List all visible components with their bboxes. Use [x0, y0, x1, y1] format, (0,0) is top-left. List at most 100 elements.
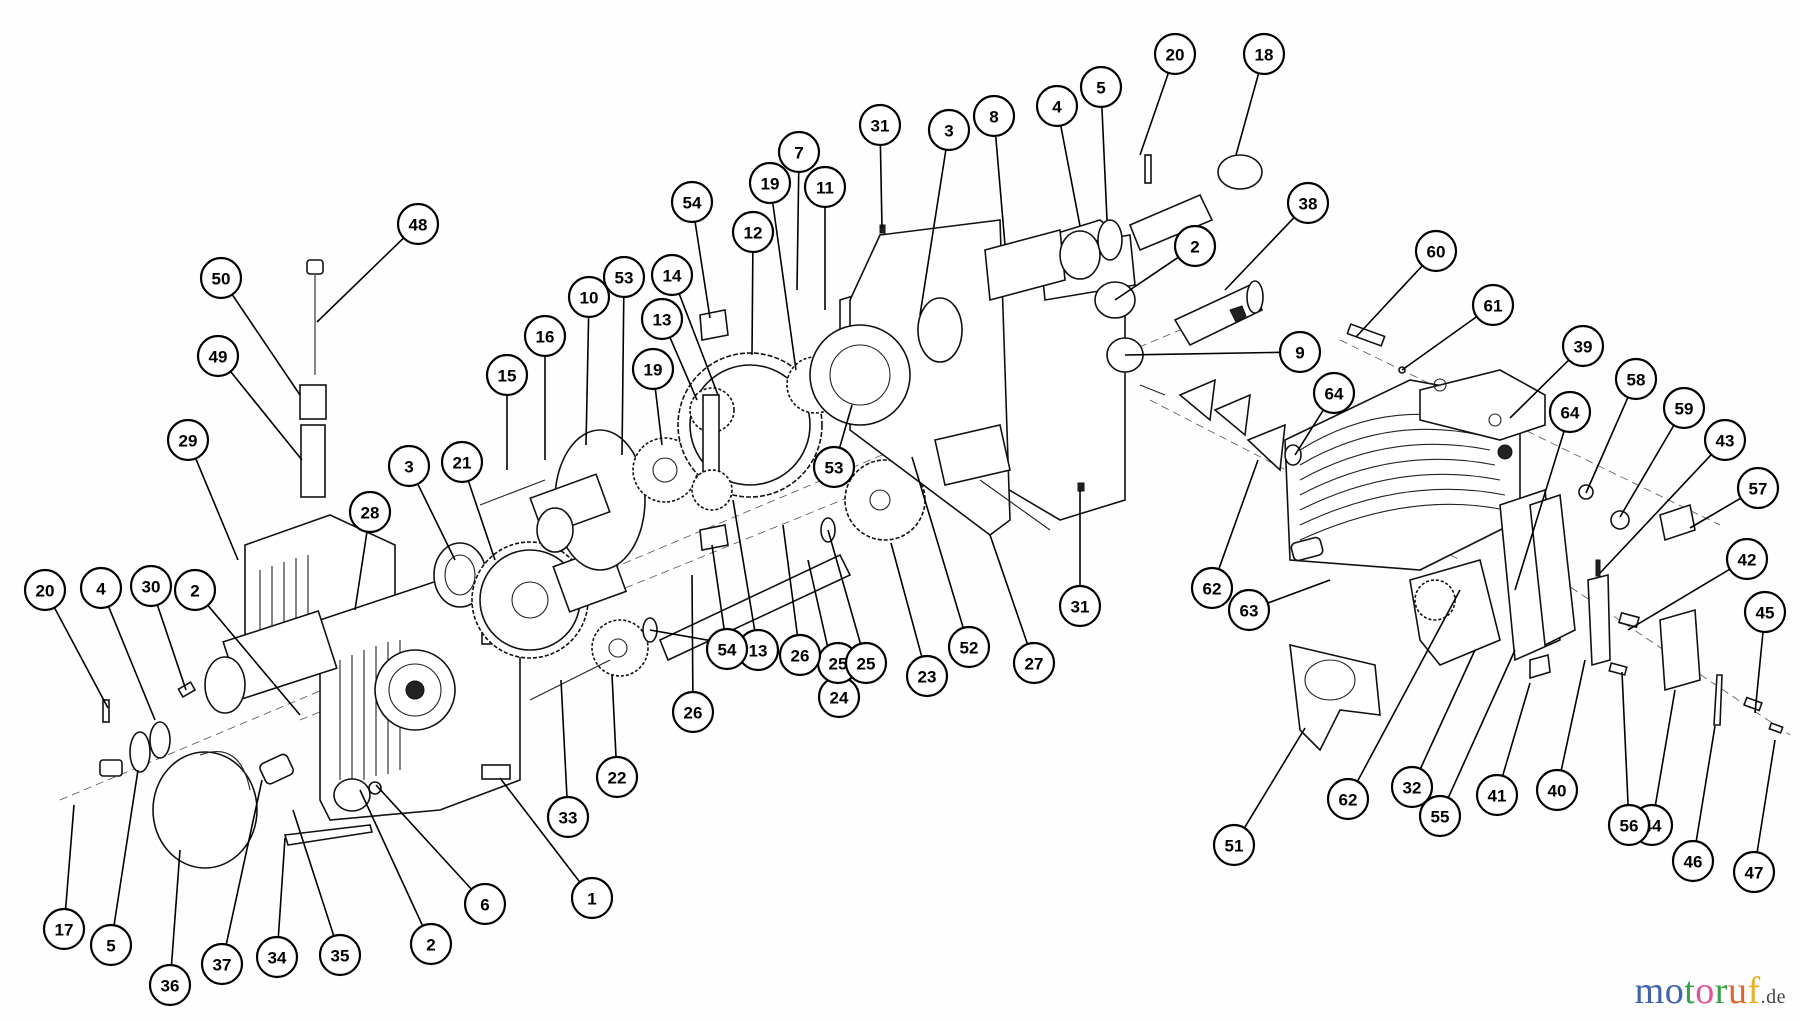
- watermark-letter: m: [1634, 970, 1665, 1012]
- callout-53: 53: [812, 445, 856, 489]
- callout-circle: [23, 568, 67, 612]
- watermark-logo: motoruf: [1635, 970, 1761, 1012]
- callout-34: 34: [255, 935, 299, 979]
- callout-circle: [570, 876, 614, 920]
- callout-number: 54: [683, 194, 702, 213]
- callout-60: 60: [1414, 229, 1458, 273]
- callout-circle: [927, 108, 971, 152]
- callout-number: 45: [1756, 604, 1775, 623]
- callout-13: 13: [640, 297, 684, 341]
- callout-15: 15: [485, 353, 529, 397]
- callout-number: 31: [871, 117, 890, 136]
- watermark-letter: t: [1684, 970, 1696, 1012]
- callout-circle: [318, 933, 362, 977]
- callout-2: 2: [173, 568, 217, 612]
- leader-line-56: [1621, 671, 1629, 806]
- callout-37: 37: [200, 942, 244, 986]
- callout-circle: [1212, 823, 1256, 867]
- gear-train-part: [433, 309, 926, 701]
- leader-line-2: [207, 604, 301, 716]
- callout-64: 64: [1312, 371, 1356, 415]
- leader-line-51: [1243, 727, 1306, 829]
- callout-circle: [1548, 390, 1592, 434]
- watermark-letter: u: [1727, 970, 1748, 1012]
- callout-circle: [803, 165, 847, 209]
- leader-line-7: [796, 171, 800, 291]
- callout-circle: [173, 568, 217, 612]
- callout-circle: [1732, 850, 1776, 894]
- leader-line-57: [1689, 497, 1742, 529]
- valve-linkage-parts: [1289, 484, 1784, 752]
- callout-number: 59: [1675, 400, 1694, 419]
- dipstick-assembly-part: [299, 259, 327, 498]
- callout-number: 16: [536, 328, 555, 347]
- callout-46: 46: [1671, 839, 1715, 883]
- callout-number: 25: [829, 655, 848, 674]
- callout-circle: [1012, 641, 1056, 685]
- callout-number: 60: [1427, 243, 1446, 262]
- leader-line-55: [1447, 649, 1516, 799]
- leader-line-26: [782, 524, 799, 636]
- leader-line-53: [838, 404, 853, 449]
- callout-circle: [199, 256, 243, 300]
- callout-number: 63: [1240, 602, 1259, 621]
- callout-59: 59: [1662, 386, 1706, 430]
- callout-number: 39: [1574, 338, 1593, 357]
- callout-number: 10: [580, 289, 599, 308]
- callout-number: 47: [1745, 864, 1764, 883]
- callout-circle: [650, 253, 694, 297]
- callout-number: 18: [1255, 46, 1274, 65]
- callout-circle: [905, 654, 949, 698]
- leader-line-46: [1695, 725, 1716, 842]
- callout-24: 24: [817, 675, 861, 719]
- leader-line-43: [1599, 454, 1712, 574]
- callout-number: 20: [1166, 46, 1185, 65]
- callout-number: 24: [830, 689, 849, 708]
- callout-number: 42: [1738, 551, 1757, 570]
- callout-number: 64: [1561, 404, 1580, 423]
- leader-line-58: [1585, 396, 1629, 494]
- callout-number: 1: [587, 890, 596, 909]
- callout-circle: [387, 444, 431, 488]
- callout-circle: [409, 922, 453, 966]
- leader-line-34: [277, 837, 286, 938]
- callout-circle: [1671, 839, 1715, 883]
- callout-circle: [705, 627, 749, 671]
- callout-circle: [396, 202, 440, 246]
- leader-line-14: [678, 293, 719, 396]
- callout-number: 57: [1749, 480, 1768, 499]
- callout-circle: [567, 275, 611, 319]
- callout-number: 28: [361, 504, 380, 523]
- callout-number: 15: [498, 367, 517, 386]
- callout-number: 53: [825, 459, 844, 478]
- callout-circle: [640, 297, 684, 341]
- callout-31: 31: [1058, 584, 1102, 628]
- callout-number: 64: [1325, 385, 1344, 404]
- leader-line-36: [170, 849, 181, 966]
- callout-number: 48: [409, 216, 428, 235]
- callout-number: 21: [453, 454, 472, 473]
- callout-21: 21: [440, 440, 484, 484]
- callout-circle: [440, 440, 484, 484]
- callout-number: 32: [1403, 779, 1422, 798]
- leader-line-63: [1267, 579, 1331, 604]
- callout-circle: [1471, 283, 1515, 327]
- leader-line-20: [1139, 72, 1170, 156]
- callout-circle: [348, 490, 392, 534]
- callout-9: 9: [1278, 330, 1322, 374]
- callout-50: 50: [199, 256, 243, 300]
- callout-32: 32: [1390, 765, 1434, 809]
- callout-64: 64: [1548, 390, 1592, 434]
- callout-number: 23: [918, 668, 937, 687]
- callout-circle: [129, 564, 173, 608]
- callout-7: 7: [777, 130, 821, 174]
- callout-16: 16: [523, 314, 567, 358]
- leader-line-2: [1114, 256, 1179, 301]
- callout-20: 20: [1153, 32, 1197, 76]
- callout-number: 14: [663, 267, 682, 286]
- leader-line-25: [827, 529, 862, 644]
- callout-number: 13: [749, 642, 768, 661]
- callout-number: 33: [559, 809, 578, 828]
- leader-line-54: [711, 544, 725, 630]
